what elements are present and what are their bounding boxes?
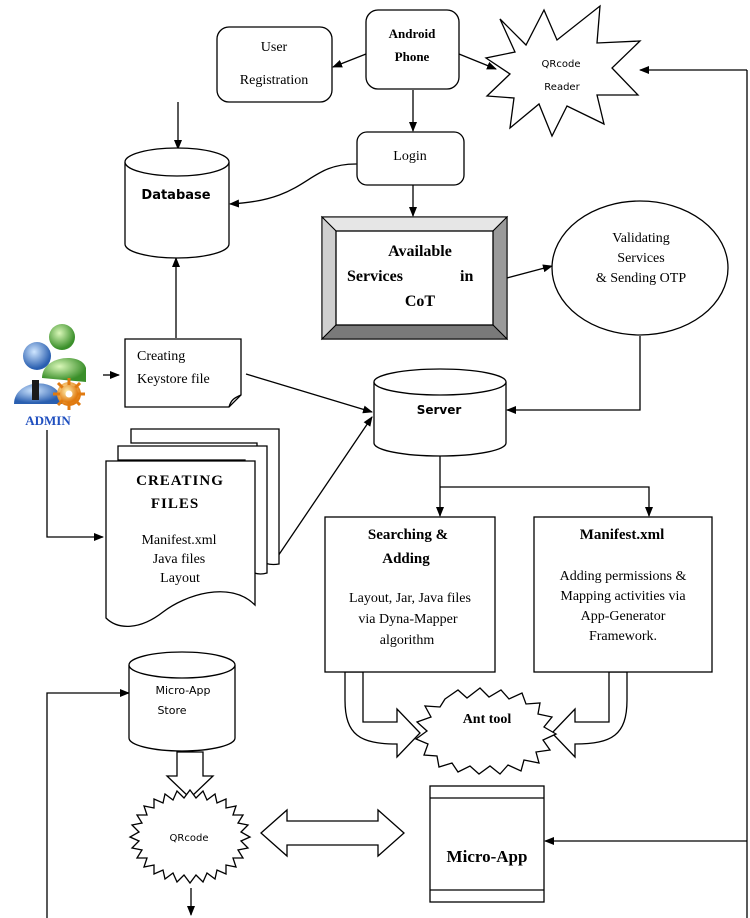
validating-line2: Services bbox=[617, 251, 664, 266]
arrow-server-to-manifest bbox=[440, 486, 653, 517]
searching-adding-title2: Adding bbox=[382, 551, 430, 567]
server-node: Server bbox=[373, 368, 507, 457]
creating-files-node: CREATING FILES Manifest.xml Java files L… bbox=[105, 428, 280, 628]
manifest-line3: App-Generator bbox=[581, 609, 666, 624]
creating-files-title2: FILES bbox=[151, 496, 199, 512]
login-node: Login bbox=[356, 131, 465, 186]
micro-app-store-line1: Micro-App bbox=[155, 684, 210, 697]
arrow-files-to-server bbox=[277, 416, 373, 557]
manifest-title: Manifest.xml bbox=[580, 527, 665, 543]
manifest-line2: Mapping activities via bbox=[560, 589, 686, 604]
micro-app-store-node: Micro-App Store bbox=[128, 651, 236, 752]
arrow-to-micro-app-store bbox=[46, 689, 130, 918]
arrow-services-to-validating bbox=[506, 264, 553, 279]
login-label: Login bbox=[393, 149, 426, 164]
creating-files-item1: Manifest.xml bbox=[141, 533, 216, 548]
connectors bbox=[46, 53, 748, 918]
qrcode-reader-line2: Reader bbox=[544, 82, 580, 93]
admin-icon bbox=[14, 324, 86, 410]
qrcode-label: QRcode bbox=[170, 833, 209, 844]
android-phone-line1: Android bbox=[389, 26, 436, 41]
block-arrow-qrcode-micro-app bbox=[260, 808, 405, 858]
database-node: Database bbox=[124, 147, 230, 259]
searching-adding-node: Searching & Adding Layout, Jar, Java fil… bbox=[324, 516, 496, 673]
qrcode-reader-line1: QRcode bbox=[542, 59, 581, 70]
server-label: Server bbox=[417, 403, 462, 417]
micro-app-store-line2: Store bbox=[157, 704, 186, 717]
validating-node: Validating Services & Sending OTP bbox=[551, 200, 729, 336]
arrow-login-database-bidirectional bbox=[229, 159, 366, 208]
searching-adding-title1: Searching & bbox=[368, 527, 448, 543]
available-services-line3: CoT bbox=[405, 293, 436, 310]
creating-keystore-line2: Keystore file bbox=[137, 372, 210, 387]
arrow-validating-to-server bbox=[506, 336, 641, 414]
creating-files-item3: Layout bbox=[160, 571, 200, 586]
database-label: Database bbox=[141, 188, 210, 203]
block-arrow-searching-to-ant bbox=[344, 671, 421, 759]
admin-label: ADMIN bbox=[25, 413, 71, 428]
user-registration-line1: User bbox=[261, 40, 288, 55]
ant-tool-label: Ant tool bbox=[463, 712, 512, 727]
arrow-phone-to-registration bbox=[332, 53, 367, 68]
qrcode-node: QRcode bbox=[128, 788, 252, 885]
qrcode-reader-node: QRcode Reader bbox=[484, 4, 642, 138]
searching-adding-line2: via Dyna-Mapper bbox=[358, 612, 457, 627]
arrow-keystore-to-server bbox=[245, 373, 373, 414]
block-arrow-manifest-to-ant bbox=[551, 671, 628, 759]
ant-tool-node: Ant tool bbox=[414, 687, 558, 775]
available-services-line2a: Services bbox=[347, 268, 403, 285]
user-registration-node: User Registration bbox=[216, 26, 333, 103]
searching-adding-line1: Layout, Jar, Java files bbox=[349, 591, 471, 606]
user-registration-line2: Registration bbox=[240, 73, 308, 88]
manifest-node: Manifest.xml Adding permissions & Mappin… bbox=[533, 516, 713, 673]
creating-files-item2: Java files bbox=[153, 552, 205, 567]
micro-app-node: Micro-App bbox=[429, 785, 545, 903]
android-phone-node: Android Phone bbox=[365, 9, 460, 90]
block-arrow-store-to-qrcode bbox=[165, 751, 215, 799]
manifest-line1: Adding permissions & bbox=[560, 569, 687, 584]
micro-app-label: Micro-App bbox=[447, 847, 528, 866]
available-services-line1: Available bbox=[388, 243, 452, 260]
creating-keystore-line1: Creating bbox=[137, 349, 185, 364]
arrow-admin-to-files bbox=[46, 430, 104, 541]
available-services-node: Available Services in CoT bbox=[320, 215, 509, 341]
android-phone-line2: Phone bbox=[395, 49, 430, 64]
creating-files-title1: CREATING bbox=[136, 473, 224, 489]
searching-adding-line3: algorithm bbox=[380, 633, 435, 648]
block-arrows bbox=[165, 671, 628, 858]
manifest-line4: Framework. bbox=[589, 629, 657, 644]
arrow-phone-to-qrcode-reader bbox=[458, 53, 497, 70]
creating-keystore-node: Creating Keystore file bbox=[124, 338, 242, 408]
available-services-line2b: in bbox=[460, 268, 473, 285]
validating-line1: Validating bbox=[612, 231, 670, 246]
validating-line3: & Sending OTP bbox=[596, 271, 686, 286]
